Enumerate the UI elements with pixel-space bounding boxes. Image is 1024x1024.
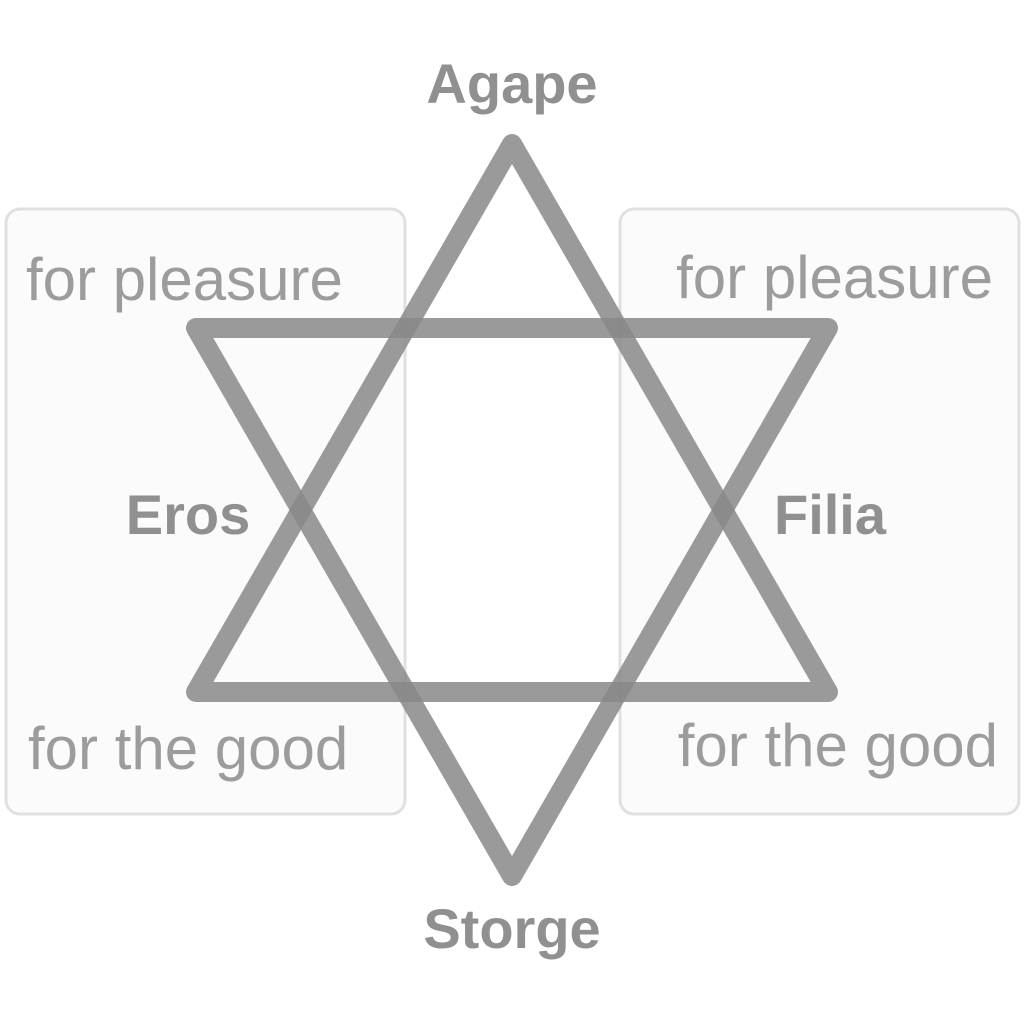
left-for-pleasure-text: for pleasure [26,246,343,313]
agape-label: Agape [426,52,597,115]
upward-triangle [186,134,838,702]
storge-label: Storge [423,897,600,960]
right-panel-box [618,207,1021,816]
right-for-the-good-text: for the good [678,712,998,779]
right-for-pleasure-text: for pleasure [676,244,993,311]
left-for-the-good-text: for the good [28,715,348,782]
filia-label: Filia [774,483,887,546]
left-panel-box [4,207,407,816]
downward-triangle [186,318,838,886]
eros-label: Eros [126,483,251,546]
